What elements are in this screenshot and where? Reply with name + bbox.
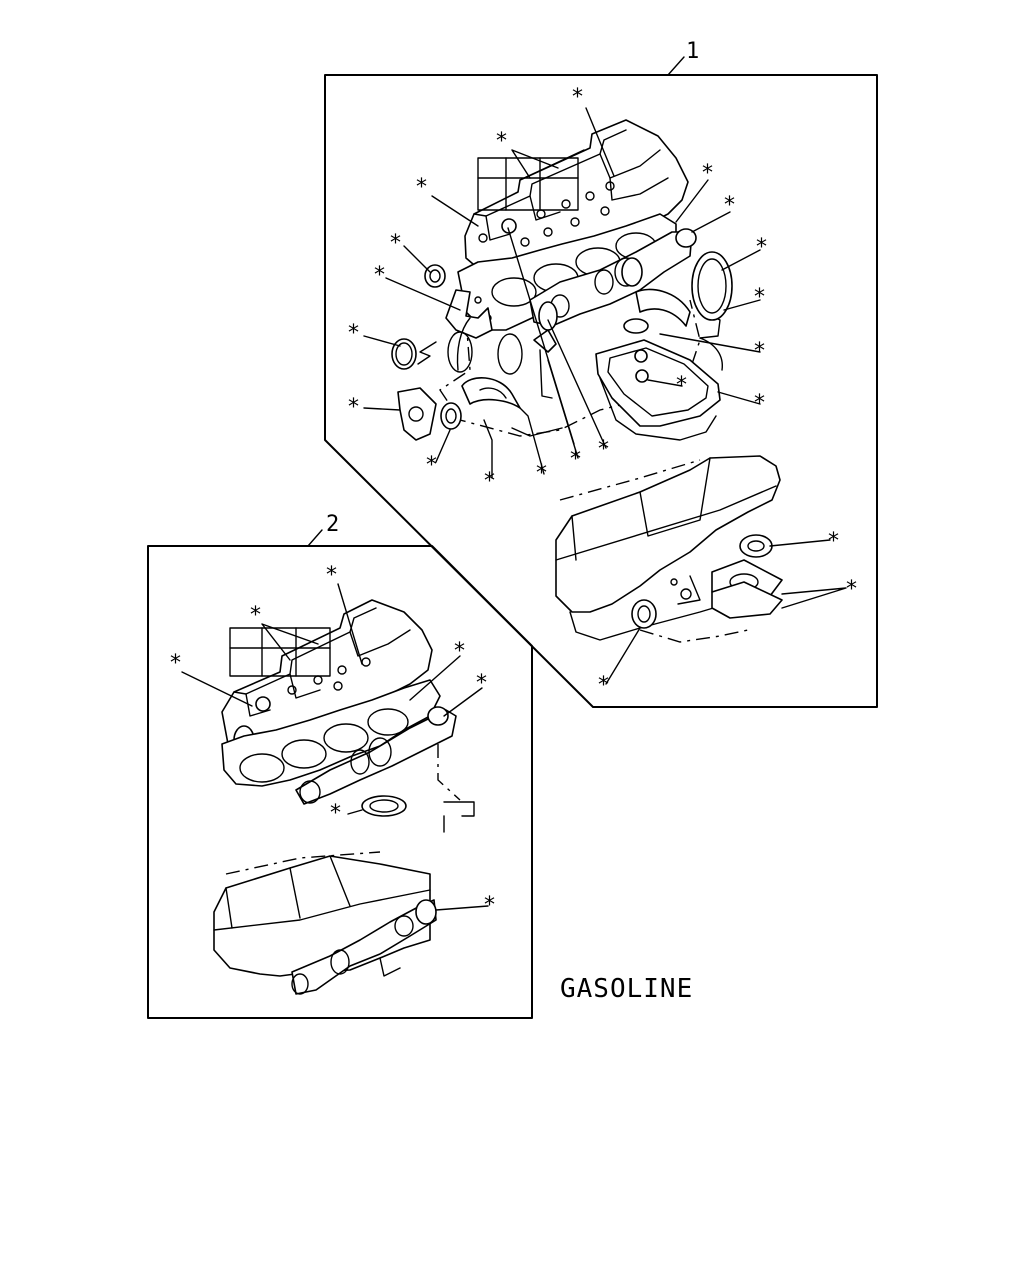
kit-marker: * xyxy=(454,639,465,664)
kit-1-engine-drawing xyxy=(391,119,733,441)
kit-markers: * * * * * * * * * * * * * * * * * * * * … xyxy=(170,85,857,918)
manifold-gasket-icon xyxy=(529,228,697,327)
kit-marker: * xyxy=(754,339,765,364)
kit-marker: * xyxy=(754,391,765,416)
kit-1-manifold-drawing xyxy=(555,455,783,643)
kit-marker: * xyxy=(426,453,437,478)
timing-cover-gasket-icon xyxy=(417,289,523,375)
kit-2-frame: 2 xyxy=(147,512,533,1019)
kit-marker: * xyxy=(374,263,385,288)
kit-marker: * xyxy=(724,193,735,218)
kit-marker: * xyxy=(572,85,583,110)
kit-marker: * xyxy=(828,529,839,554)
kit-marker: * xyxy=(250,603,261,628)
kit-marker: * xyxy=(598,437,609,462)
kit-1-leader-lines xyxy=(363,107,847,685)
kit-1-frame: 1 xyxy=(324,39,878,708)
kit-marker: * xyxy=(702,161,713,186)
kit-marker: * xyxy=(496,129,507,154)
kit-marker: * xyxy=(570,447,581,472)
kit-marker: * xyxy=(170,651,181,676)
kit-marker: * xyxy=(754,285,765,310)
kit-marker: * xyxy=(348,395,359,420)
kit-1-callout: 1 xyxy=(686,39,699,64)
kit-marker: * xyxy=(484,893,495,918)
kit-marker: * xyxy=(348,321,359,346)
kit-marker: * xyxy=(598,673,609,698)
kit-marker: * xyxy=(484,469,495,494)
kit-marker: * xyxy=(756,235,767,260)
kit-marker: * xyxy=(390,231,401,256)
kit-marker: * xyxy=(326,563,337,588)
kit-marker: * xyxy=(416,175,427,200)
kit-2-callout: 2 xyxy=(326,512,339,537)
kit-marker: * xyxy=(846,577,857,602)
kit-2-leader-lines xyxy=(181,583,489,911)
kit-marker: * xyxy=(330,801,341,826)
seal-and-oring-icons xyxy=(391,251,733,441)
kit-2-manifold-drawing xyxy=(213,851,437,995)
oil-pan-gasket-icon xyxy=(595,337,723,441)
kit-marker: * xyxy=(676,373,687,398)
kit-2-head-gasket-icon xyxy=(221,679,475,833)
fuel-type-caption: GASOLINE xyxy=(560,974,693,1004)
kit-marker: * xyxy=(536,461,547,486)
kit-marker: * xyxy=(476,671,487,696)
